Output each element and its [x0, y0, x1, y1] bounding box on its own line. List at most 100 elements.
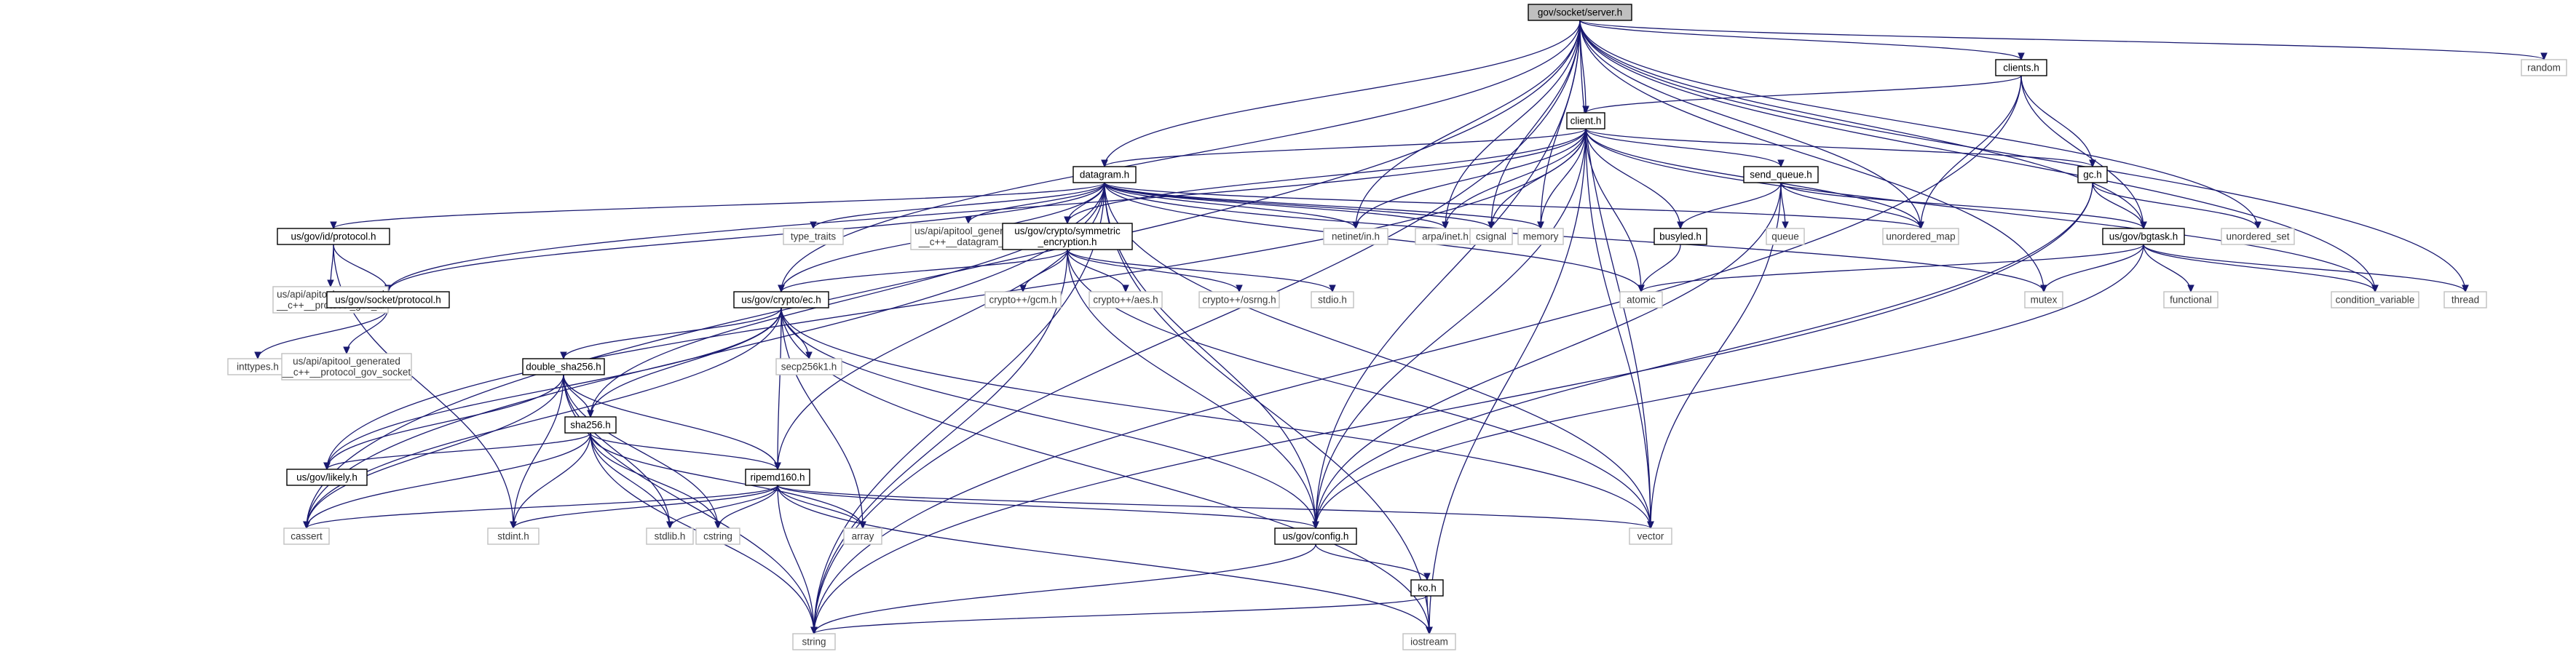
- node-label: stdio.h: [1318, 295, 1347, 306]
- edge-server-to-config: [1312, 20, 1581, 530]
- node-type-traits: type_traits: [783, 228, 844, 245]
- edge-clients-to-bgtask: [2020, 75, 2147, 230]
- node-idprotocol[interactable]: us/gov/id/protocol.h: [277, 228, 390, 245]
- node-label: string: [802, 637, 826, 648]
- edge-line: [813, 595, 1428, 634]
- edge-line: [1490, 128, 1587, 229]
- arrowhead-icon: [1677, 221, 1684, 230]
- arrowhead-icon: [1426, 626, 1433, 635]
- edge-symenc-to-gcm: [1019, 249, 1068, 293]
- node-label: us/gov/likely.h: [296, 472, 357, 483]
- node-symenc[interactable]: us/gov/crypto/symmetric_encryption.h: [1002, 223, 1133, 250]
- edge-line: [306, 485, 778, 529]
- edge-line: [306, 20, 1581, 529]
- edge-line: [1355, 128, 1587, 229]
- edge-line: [1104, 182, 1446, 229]
- node-box: [564, 416, 617, 434]
- edge-line: [257, 307, 389, 359]
- edge-line: [1579, 20, 2376, 292]
- edge-line: [813, 182, 1105, 229]
- edge-line: [1445, 128, 1587, 229]
- node-box: [283, 527, 330, 545]
- edge-line: [1067, 249, 1333, 292]
- node-box: [2077, 166, 2108, 183]
- arrowhead-icon: [2018, 52, 2025, 61]
- edge-client-to-likely: [323, 128, 1587, 471]
- node-ko[interactable]: ko.h: [1410, 579, 1444, 597]
- edge-gc-to-string: [810, 182, 2093, 635]
- edge-bgtask-to-config: [1312, 244, 2144, 530]
- node-box: [792, 633, 836, 650]
- arrowhead-icon: [1064, 216, 1071, 225]
- edge-bgtask-to-mutex: [2040, 244, 2144, 293]
- arrowhead-icon: [587, 410, 594, 418]
- edge-line: [1680, 182, 1782, 229]
- edge-line: [777, 485, 1316, 529]
- node-box: [1619, 291, 1663, 308]
- node-label: datagram.h: [1080, 170, 1129, 180]
- node-label: mutex: [2031, 295, 2058, 306]
- node-clients[interactable]: clients.h: [1995, 59, 2047, 76]
- arrowhead-icon: [714, 521, 722, 530]
- edge-line: [781, 307, 1316, 529]
- node-sockproto[interactable]: us/gov/socket/protocol.h: [326, 291, 450, 308]
- edge-line: [1104, 128, 1587, 167]
- edge-ec-to-ripemd: [774, 307, 782, 471]
- edge-line: [563, 374, 719, 529]
- arrowhead-icon: [2187, 284, 2194, 293]
- node-ripemd[interactable]: ripemd160.h: [745, 469, 810, 486]
- arrowhead-icon: [1423, 573, 1431, 581]
- node-box: [1089, 291, 1163, 308]
- arrowhead-icon: [254, 351, 261, 360]
- node-dsha[interactable]: double_sha256.h: [522, 358, 605, 375]
- node-server[interactable]: gov/socket/server.h: [1528, 4, 1632, 21]
- node-box: [281, 353, 412, 381]
- node-stdint: stdint.h: [487, 527, 540, 545]
- edge-line: [1585, 128, 1782, 167]
- node-gc[interactable]: gc.h: [2077, 166, 2108, 183]
- node-box: [2102, 228, 2185, 245]
- edge-ec-to-likely: [323, 307, 782, 471]
- node-label: stdint.h: [497, 531, 529, 542]
- edge-line: [1104, 182, 1430, 634]
- node-bgtask[interactable]: us/gov/bgtask.h: [2102, 228, 2185, 245]
- edge-client-to-condvar: [1585, 128, 2379, 293]
- edge-line: [813, 75, 2022, 634]
- node-sha256[interactable]: sha256.h: [564, 416, 617, 434]
- node-config[interactable]: us/gov/config.h: [1274, 527, 1357, 545]
- node-osrng: crypto++/osrng.h: [1198, 291, 1280, 308]
- node-label: __c++__datagram_hdr: [918, 236, 1019, 247]
- node-label: us/gov/bgtask.h: [2109, 231, 2178, 242]
- arrowhead-icon: [560, 351, 567, 360]
- node-iostream: iostream: [1402, 633, 1456, 650]
- edge-ripemd-to-cassert: [303, 485, 778, 530]
- node-mutex: mutex: [2024, 291, 2063, 308]
- arrowhead-icon: [805, 351, 813, 360]
- node-box: [2443, 291, 2487, 308]
- edge-sha256-to-stdlib: [590, 432, 673, 530]
- edge-line: [777, 485, 1651, 529]
- arrowhead-icon: [1487, 221, 1495, 230]
- node-ec[interactable]: us/gov/crypto/ec.h: [733, 291, 829, 308]
- edge-line: [777, 485, 815, 634]
- node-busyled[interactable]: busyled.h: [1654, 228, 1707, 245]
- edge-client-to-gc: [1585, 128, 2096, 168]
- node-likely[interactable]: us/gov/likely.h: [286, 469, 368, 486]
- node-condvar: condition_variable: [2331, 291, 2419, 308]
- edge-line: [1579, 20, 1921, 229]
- node-client[interactable]: client.h: [1566, 112, 1605, 130]
- edge-datagram-to-memory: [1104, 182, 1544, 230]
- node-thread: thread: [2443, 291, 2487, 308]
- node-label: us/gov/socket/protocol.h: [335, 295, 441, 306]
- edge-line: [1585, 75, 2022, 114]
- arrowhead-icon: [1101, 159, 1108, 168]
- node-label: sha256.h: [570, 420, 611, 431]
- node-box: [1402, 633, 1456, 650]
- node-box: [1654, 228, 1707, 245]
- node-label: us/gov/config.h: [1283, 531, 1349, 542]
- node-label: crypto++/aes.h: [1093, 295, 1158, 306]
- edge-line: [1780, 182, 2144, 229]
- node-box: [1528, 4, 1632, 21]
- node-datagram[interactable]: datagram.h: [1072, 166, 1137, 183]
- node-send-queue[interactable]: send_queue.h: [1743, 166, 1819, 183]
